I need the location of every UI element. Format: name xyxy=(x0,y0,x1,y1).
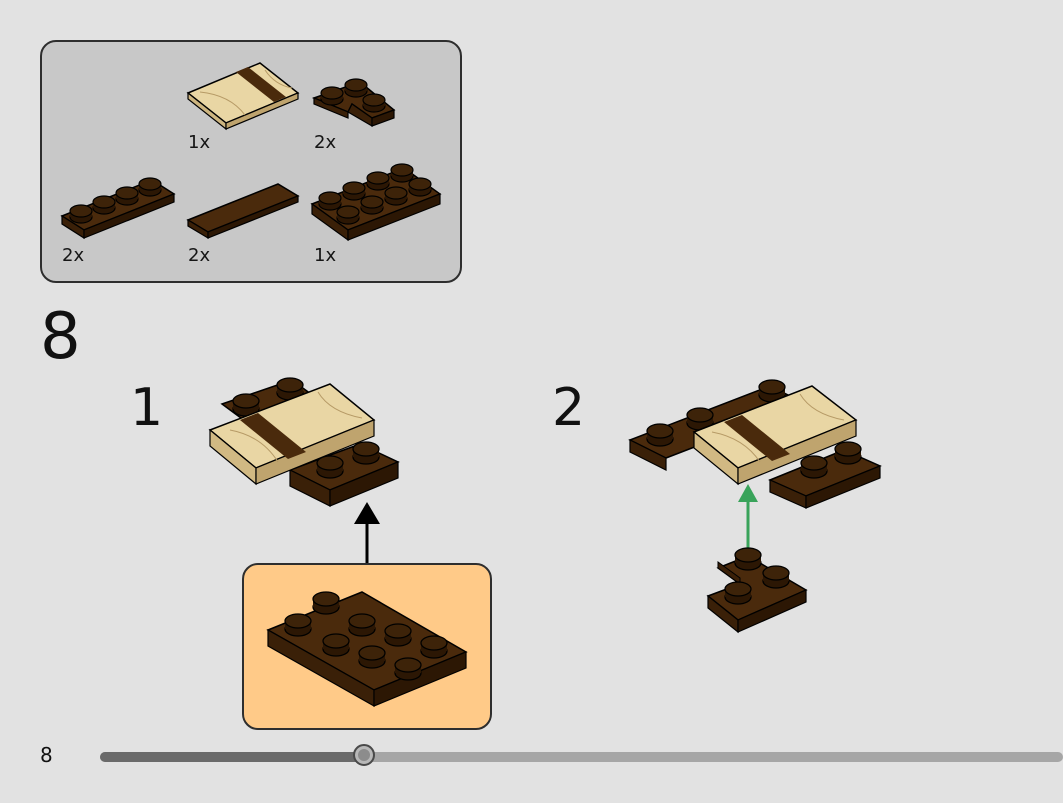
part-tan-printed-tile xyxy=(186,62,300,131)
substep-label-1: 1 xyxy=(130,378,164,438)
qty-brown-1x4-tile: 2x xyxy=(188,245,210,266)
qty-brown-corner-plate: 2x xyxy=(314,132,336,153)
progress-knob[interactable] xyxy=(352,744,375,766)
callout-part-2x4-plate xyxy=(266,591,468,708)
step-number: 8 xyxy=(40,300,81,374)
substep-1-assembly xyxy=(208,377,400,507)
progress-fill xyxy=(100,752,364,762)
substep-2-assembly xyxy=(628,379,882,509)
qty-tan-printed-tile: 1x xyxy=(188,132,210,153)
substep-2-corner-plate xyxy=(706,547,808,634)
page-number: 8 xyxy=(40,743,53,767)
qty-brown-2x4-plate: 1x xyxy=(314,245,336,266)
assembly-arrow-black xyxy=(354,502,380,563)
part-brown-1x4-tile xyxy=(186,183,300,240)
part-brown-corner-plate xyxy=(311,78,396,128)
assembly-arrow-green xyxy=(738,484,758,550)
substep-label-2: 2 xyxy=(552,378,586,438)
qty-brown-1x4-plate: 2x xyxy=(62,245,84,266)
progress-bar[interactable] xyxy=(100,744,1063,766)
part-brown-1x4-plate xyxy=(60,177,176,240)
part-brown-2x4-plate xyxy=(310,163,442,242)
